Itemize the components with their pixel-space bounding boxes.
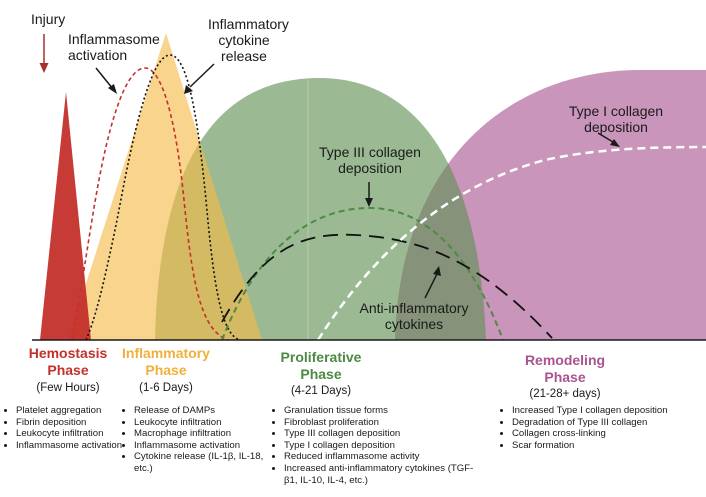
inflammasome-pointer-head <box>108 84 117 94</box>
list-item: Reduced inflammasome activity <box>284 451 474 463</box>
list-item: Macrophage infiltration <box>134 428 266 440</box>
list-item: Release of DAMPs <box>134 405 266 417</box>
list-item: Cytokine release (IL-1β, IL-18, etc.) <box>134 451 266 474</box>
hemostasis-phase-peak <box>40 92 91 340</box>
type1-collagen-label: Type I collagen deposition <box>568 103 664 135</box>
type3-pointer-head <box>365 198 373 207</box>
cytokine-pointer-head <box>184 85 193 94</box>
type1-pointer-head <box>610 139 620 147</box>
type1-collagen-curve <box>316 145 706 341</box>
list-item: Inflammasome activation <box>134 440 266 452</box>
proliferative-duration: (4-21 Days) <box>290 385 352 397</box>
list-item: Degradation of Type III collagen <box>512 417 692 429</box>
remodeling-duration: (21-28+ days) <box>529 388 601 400</box>
anti-inflammatory-label: Anti-inflammatory cytokines <box>359 300 469 332</box>
inflammatory-phase-peak <box>68 33 262 340</box>
list-item: Type I collagen deposition <box>284 440 474 452</box>
remodeling-events-list: Increased Type I collagen deposition Deg… <box>500 405 692 451</box>
list-item: Collagen cross-linking <box>512 428 692 440</box>
list-item: Leukocyte infiltration <box>134 417 266 429</box>
proliferative-events-list: Granulation tissue forms Fibroblast prol… <box>272 405 474 486</box>
list-item: Fibrin deposition <box>16 417 124 429</box>
cytokine-release-label: Inflammatory cytokine release <box>208 16 289 64</box>
anti-inflammatory-curve <box>221 233 553 339</box>
list-item: Fibroblast proliferation <box>284 417 474 429</box>
list-item: Granulation tissue forms <box>284 405 474 417</box>
list-item: Type III collagen deposition <box>284 428 474 440</box>
type1-pointer-arrow <box>597 132 614 143</box>
list-item: Platelet aggregation <box>16 405 124 417</box>
hemostasis-duration: (Few Hours) <box>36 382 100 394</box>
list-item: Increased anti-inflammatory cytokines (T… <box>284 463 474 486</box>
inflammasome-activation-curve <box>71 67 229 341</box>
anti-inflammatory-pointer-head <box>433 266 441 276</box>
inflammatory-duration: (1-6 Days) <box>139 382 193 394</box>
type3-collagen-label: Type III collagen deposition <box>319 144 421 176</box>
list-item: Increased Type I collagen deposition <box>512 405 692 417</box>
inflammasome-pointer-arrow <box>95 67 114 90</box>
inflammasome-activation-label: Inflammasome activation <box>68 31 160 63</box>
list-item: Scar formation <box>512 440 692 452</box>
type3-collagen-curve <box>221 206 504 341</box>
inflammatory-events-list: Release of DAMPs Leukocyte infiltration … <box>122 405 266 475</box>
anti-inflammatory-pointer-arrow <box>424 273 438 299</box>
injury-arrow-head <box>39 63 49 73</box>
hemostasis-events-list: Platelet aggregation Fibrin deposition L… <box>4 405 124 451</box>
cytokine-pointer-arrow <box>189 63 215 88</box>
list-item: Inflammasome activation <box>16 440 124 452</box>
list-item: Leukocyte infiltration <box>16 428 124 440</box>
injury-label: Injury <box>31 11 66 27</box>
